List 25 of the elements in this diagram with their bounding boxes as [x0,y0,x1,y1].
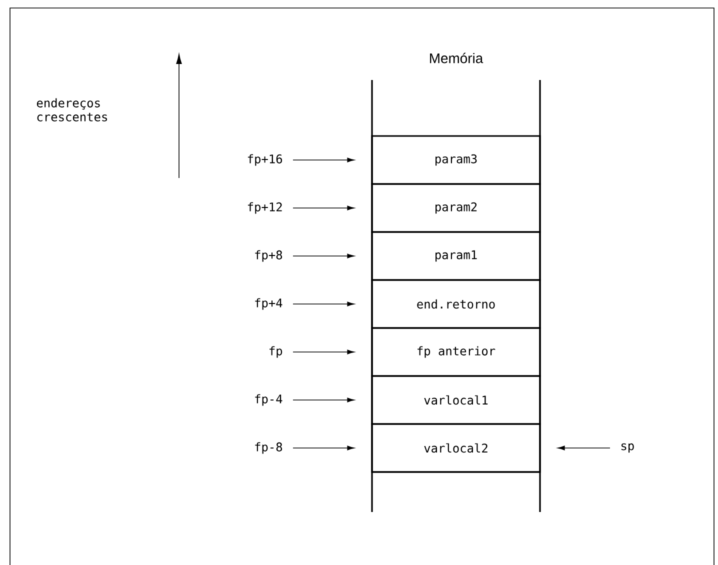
arrow [292,398,354,402]
memory-cell: end.retorno [371,279,541,329]
note: endereços crescentes [36,98,107,122]
arrow [292,302,354,306]
pointer-label: fp-4 [255,394,282,406]
pointer-label: fp+8 [255,250,282,262]
arrow [292,446,354,450]
memory-cell: fp anterior [371,327,541,377]
arrow [292,206,354,210]
pointer-label: fp+12 [248,202,282,214]
memory-cell: param3 [371,135,541,185]
arrow [292,254,354,258]
memory-cell: param1 [371,231,541,281]
arrow [292,350,354,354]
pointer-label: sp [621,443,634,453]
arrow [292,158,354,162]
memory-cell: varlocal2 [371,423,541,473]
pointer-label: fp+16 [248,154,282,166]
memory-cell: param2 [371,183,541,233]
pointer-label: fp-8 [255,442,282,454]
title: Memória [430,52,484,64]
memory-cell: varlocal1 [371,375,541,425]
arrow [558,446,610,450]
pointer-label: fp [270,346,282,358]
pointer-label: fp+4 [255,298,282,310]
